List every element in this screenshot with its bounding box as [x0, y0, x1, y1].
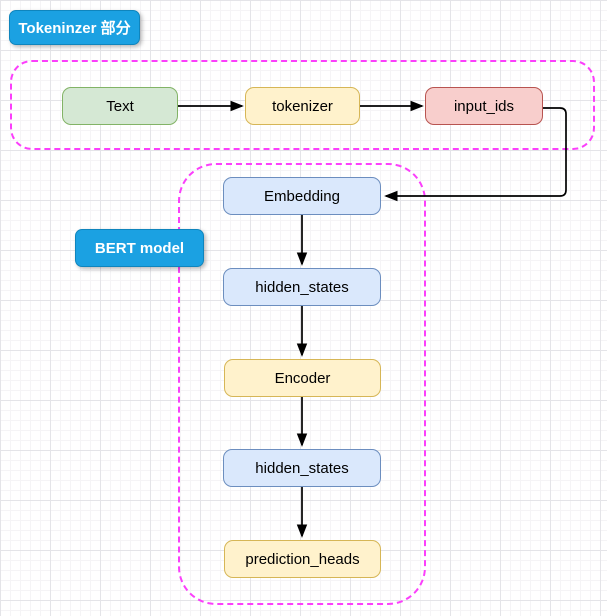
tokenizer-section-label: Tokeninzer 部分	[9, 10, 140, 45]
node-hidden-states-1: hidden_states	[223, 268, 381, 306]
node-input-ids: input_ids	[425, 87, 543, 125]
tokenizer-group-frame	[10, 60, 595, 150]
node-hidden-states-2: hidden_states	[223, 449, 381, 487]
node-prediction-heads: prediction_heads	[224, 540, 381, 578]
node-embedding: Embedding	[223, 177, 381, 215]
node-tokenizer: tokenizer	[245, 87, 360, 125]
node-encoder: Encoder	[224, 359, 381, 397]
bert-model-label: BERT model	[75, 229, 204, 267]
bert-group-frame	[178, 163, 426, 605]
node-text: Text	[62, 87, 178, 125]
